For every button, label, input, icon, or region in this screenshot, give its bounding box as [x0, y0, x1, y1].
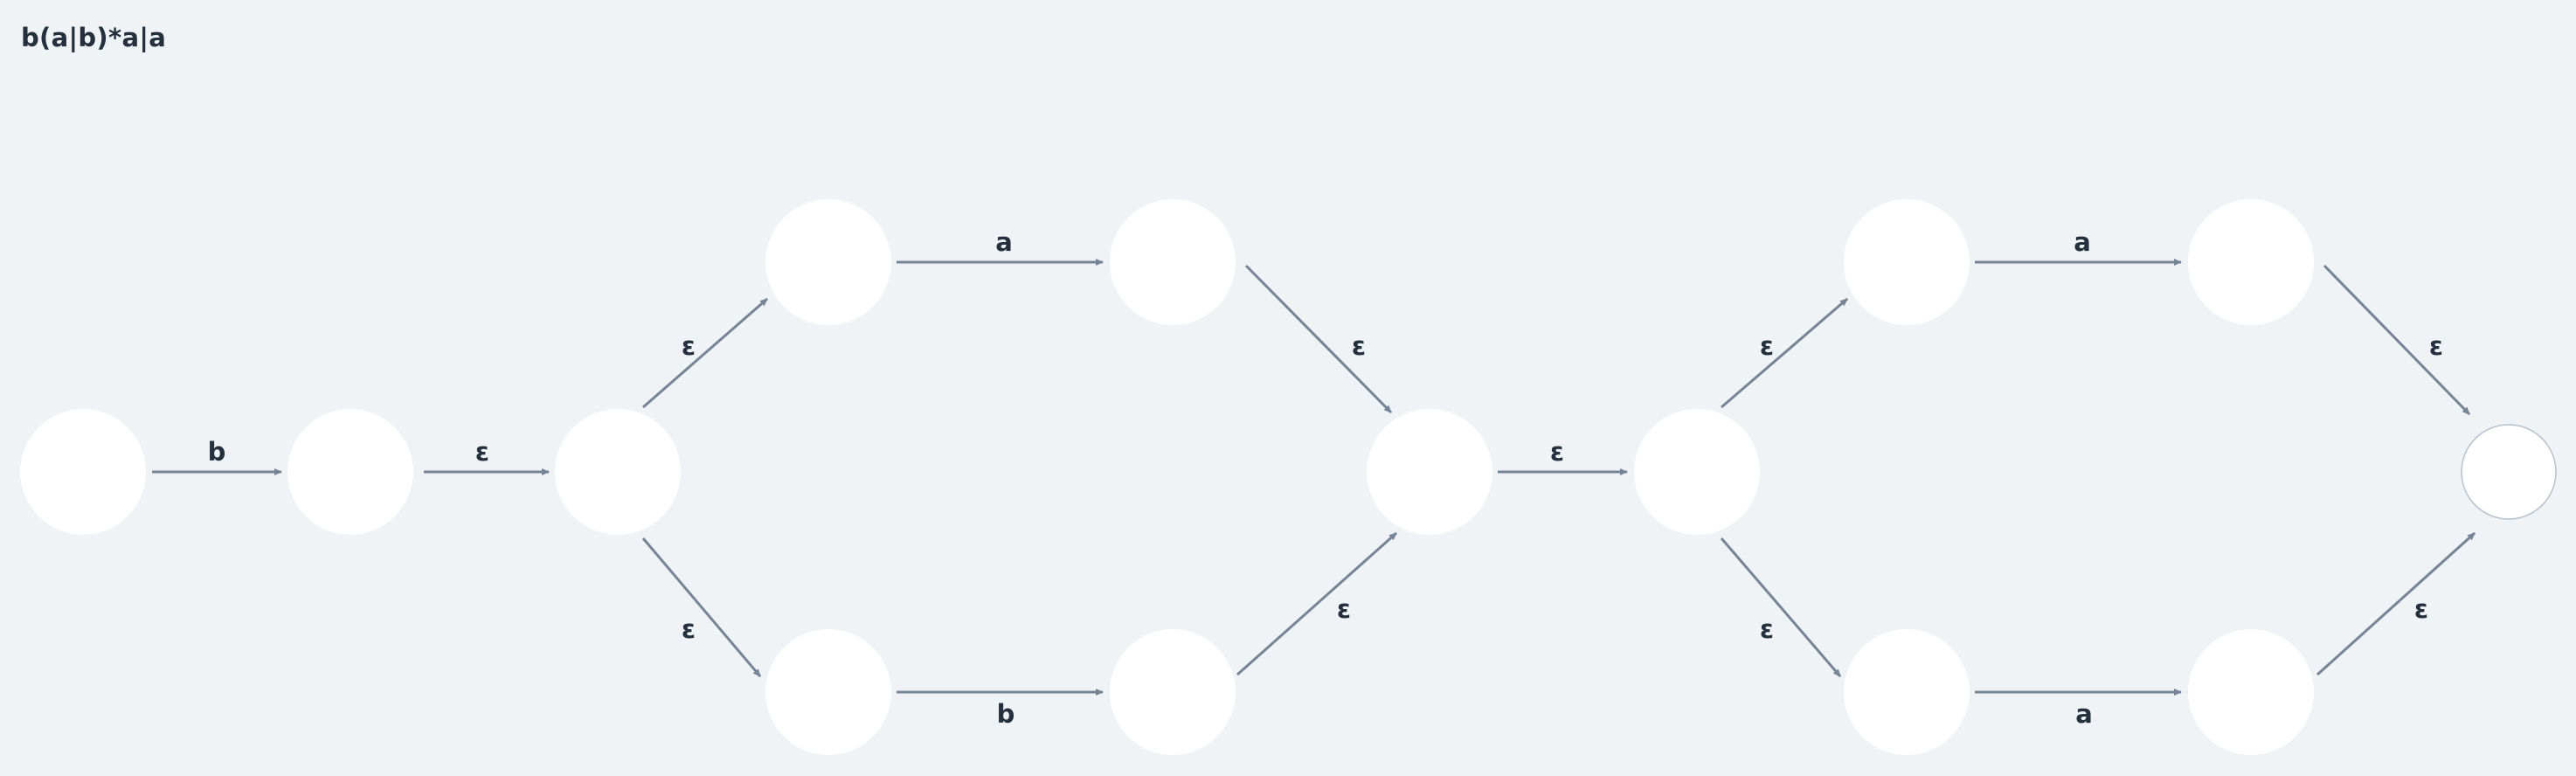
state-7-bottom[interactable]: [1110, 629, 1236, 755]
edge-label-1: b: [208, 437, 226, 467]
edge-label-11: ε: [1760, 614, 1774, 644]
state-4-top[interactable]: [765, 199, 891, 325]
edge-8: [1236, 531, 1397, 676]
edge-label-5: a: [995, 227, 1013, 257]
edge-label-8: ε: [1337, 594, 1351, 624]
state-5-top[interactable]: [1110, 199, 1236, 325]
state-12-bottom[interactable]: [1844, 629, 1970, 755]
edge-7: [1244, 264, 1393, 414]
state-3-split[interactable]: [555, 409, 681, 535]
edge-3: [642, 297, 768, 409]
state-9-split[interactable]: [1634, 409, 1760, 535]
state-start[interactable]: [20, 409, 146, 535]
state-2[interactable]: [287, 409, 413, 535]
edge-label-15: ε: [2414, 594, 2428, 624]
edge-label-9: ε: [1550, 437, 1564, 467]
edge-4: [641, 537, 762, 677]
state-final[interactable]: [2461, 424, 2557, 520]
edge-label-3: ε: [682, 331, 696, 361]
edge-label-13: a: [2075, 699, 2093, 729]
state-10-top[interactable]: [1844, 199, 1970, 325]
edge-14: [2323, 264, 2471, 416]
edge-11: [1720, 537, 1842, 677]
state-11-top[interactable]: [2188, 199, 2314, 325]
state-6-bottom[interactable]: [765, 629, 891, 755]
edge-15: [2316, 531, 2476, 676]
edge-10: [1721, 297, 1848, 409]
edge-label-4: ε: [682, 614, 696, 644]
edge-label-12: a: [2074, 227, 2091, 257]
edge-label-14: ε: [2429, 331, 2443, 361]
state-8-join[interactable]: [1367, 409, 1492, 535]
state-13-bottom[interactable]: [2188, 629, 2314, 755]
edge-label-10: ε: [1760, 331, 1774, 361]
edge-label-2: ε: [475, 437, 489, 467]
regex-title: b(a|b)*a|a: [21, 23, 167, 52]
edge-label-7: ε: [1352, 331, 1366, 361]
edge-label-6: b: [997, 699, 1015, 729]
